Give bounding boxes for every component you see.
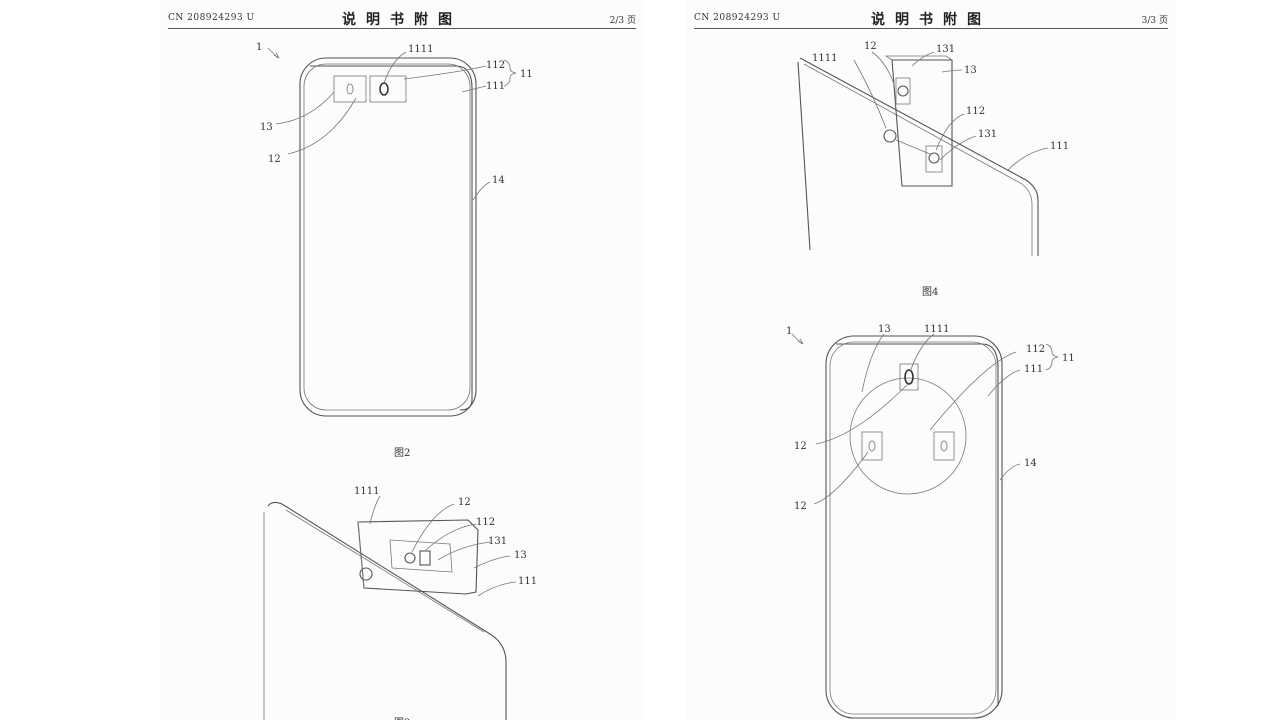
camera-window bbox=[925, 145, 943, 173]
bracket-body bbox=[357, 519, 479, 595]
sheet-title: 说明书附图 bbox=[342, 12, 462, 28]
bracket-right bbox=[369, 75, 407, 103]
bracket-body bbox=[891, 59, 953, 187]
label-hole: 1111 bbox=[354, 486, 379, 497]
camera-window-left bbox=[861, 431, 883, 461]
phone-top-edge bbox=[267, 501, 507, 720]
figure-5: 1 13 1111 112 11 111 12 12 14 bbox=[786, 324, 1075, 719]
label-bracket: 13 bbox=[964, 65, 977, 76]
camera-module bbox=[404, 552, 416, 564]
phone-left-edge bbox=[797, 61, 811, 251]
circular-bracket bbox=[849, 377, 967, 495]
bracket-left bbox=[333, 75, 367, 103]
page-number: 2/3 页 bbox=[609, 16, 636, 26]
phone-outline bbox=[299, 57, 477, 417]
figure-2-and-3-drawing: 1 1111 112 11 111 13 12 14 图2 bbox=[256, 42, 537, 720]
label-bracket: 13 bbox=[260, 122, 273, 133]
camera-top bbox=[904, 369, 914, 385]
label-camera-bottom: 12 bbox=[794, 501, 807, 512]
camera-right bbox=[940, 440, 948, 452]
phone-top-edge bbox=[799, 57, 1039, 256]
label-hole: 1111 bbox=[924, 324, 949, 335]
figure-3: 1111 12 112 131 13 111 图3 bbox=[263, 486, 537, 720]
label-area: 112 bbox=[486, 60, 505, 71]
label-group: 11 bbox=[1062, 353, 1075, 364]
label-device: 1 bbox=[256, 42, 262, 53]
through-hole bbox=[359, 567, 373, 581]
sheet-title: 说明书附图 bbox=[871, 12, 991, 28]
figure-4-and-5-drawing: 1111 12 131 13 112 131 111 图4 bbox=[786, 41, 1075, 719]
camera-window-right bbox=[933, 431, 955, 461]
label-camera: 12 bbox=[268, 154, 281, 165]
camera-through-hole bbox=[379, 82, 389, 96]
figure-4: 1111 12 131 13 112 131 111 图4 bbox=[797, 41, 1069, 298]
label-window-top: 131 bbox=[936, 44, 955, 55]
label-screen: 111 bbox=[486, 81, 505, 92]
label-screen: 111 bbox=[518, 576, 537, 587]
label-window: 131 bbox=[978, 129, 997, 140]
publication-number: CN 208924293 U bbox=[694, 13, 781, 23]
label-screen: 111 bbox=[1024, 364, 1043, 375]
label-window: 131 bbox=[488, 536, 507, 547]
sheet-header: CN 208924293 U 说明书附图 3/3 页 bbox=[694, 10, 1168, 29]
phone-edge bbox=[310, 65, 473, 411]
camera-left bbox=[346, 83, 354, 95]
label-frame: 14 bbox=[492, 175, 505, 186]
camera-left bbox=[868, 440, 876, 452]
figure-4-caption: 图4 bbox=[922, 286, 938, 298]
phone-outline bbox=[825, 335, 1003, 719]
page-number: 3/3 页 bbox=[1141, 16, 1168, 26]
publication-number: CN 208924293 U bbox=[168, 13, 255, 23]
label-device: 1 bbox=[786, 326, 792, 337]
label-hole: 1111 bbox=[408, 44, 433, 55]
figure-2: 1 1111 112 11 111 13 12 14 图2 bbox=[256, 42, 533, 459]
label-camera: 12 bbox=[458, 497, 471, 508]
figure-3-caption: 图3 bbox=[394, 717, 410, 720]
label-group: 11 bbox=[520, 69, 533, 80]
phone-edge bbox=[836, 343, 999, 706]
camera-window bbox=[389, 539, 453, 573]
camera-bottom bbox=[928, 152, 940, 164]
label-area: 112 bbox=[966, 106, 985, 117]
through-hole bbox=[883, 129, 897, 143]
label-bracket: 13 bbox=[878, 324, 891, 335]
label-area: 112 bbox=[1026, 344, 1045, 355]
screen-outline bbox=[303, 63, 471, 411]
camera-window-top bbox=[895, 77, 911, 105]
camera-module-2 bbox=[419, 550, 431, 566]
sheet-header: CN 208924293 U 说明书附图 2/3 页 bbox=[168, 10, 636, 29]
label-hole: 1111 bbox=[812, 53, 837, 64]
label-screen: 111 bbox=[1050, 141, 1069, 152]
label-area: 112 bbox=[476, 517, 495, 528]
label-camera-top: 12 bbox=[794, 441, 807, 452]
figure-2-caption: 图2 bbox=[394, 447, 410, 459]
patent-sheet-page-2: CN 208924293 U 说明书附图 2/3 页 1 1111 112 bbox=[160, 0, 644, 720]
patent-sheet-page-3: CN 208924293 U 说明书附图 3/3 页 1111 12 bbox=[686, 0, 1176, 720]
camera-top bbox=[897, 85, 909, 97]
label-frame: 14 bbox=[1024, 458, 1037, 469]
label-camera: 12 bbox=[864, 41, 877, 52]
screen-outline bbox=[829, 341, 997, 715]
label-bracket: 13 bbox=[514, 550, 527, 561]
camera-window-top bbox=[899, 363, 919, 391]
